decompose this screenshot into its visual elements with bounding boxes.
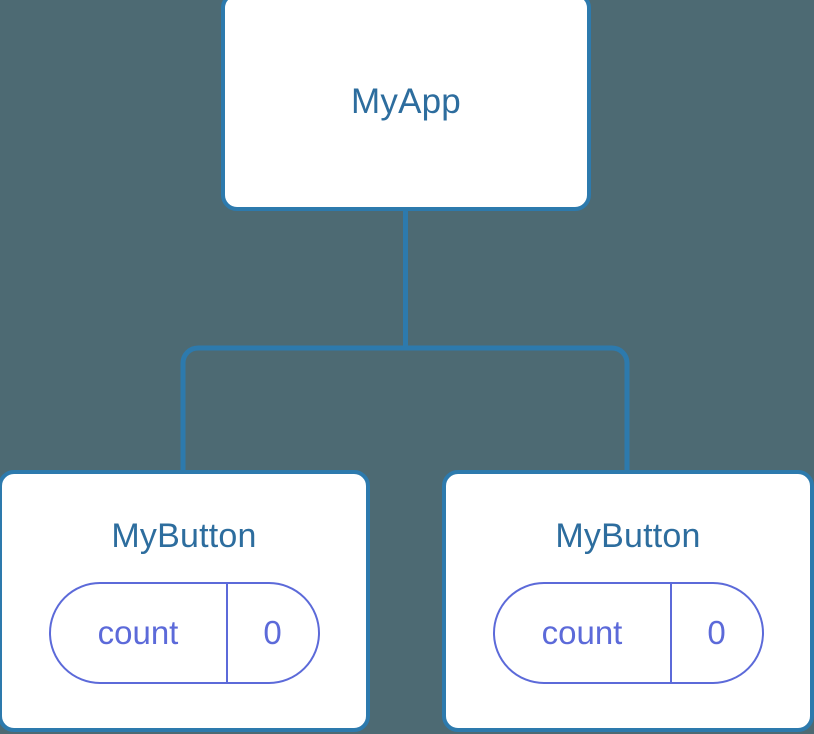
state-pill-divider — [669, 584, 672, 682]
component-node-label: MyButton — [555, 517, 701, 555]
edge-bus-to-right-child — [405, 345, 630, 472]
state-key-label: count — [97, 614, 179, 651]
state-pill[interactable]: count 0 — [48, 582, 320, 684]
state-pill-divider — [225, 584, 228, 682]
state-value-label: 0 — [707, 614, 726, 651]
state-value-label: 0 — [263, 614, 282, 651]
component-node-mybutton-1[interactable]: MyButton count 0 — [0, 470, 370, 732]
component-node-mybutton-2[interactable]: MyButton count 0 — [442, 470, 814, 732]
component-node-myapp[interactable]: MyApp — [221, 0, 591, 211]
edge-bus-to-left-child — [180, 345, 406, 472]
component-node-label: MyButton — [111, 517, 257, 555]
state-pill[interactable]: count 0 — [492, 582, 764, 684]
state-key-label: count — [541, 614, 623, 651]
component-node-label: MyApp — [351, 81, 461, 121]
